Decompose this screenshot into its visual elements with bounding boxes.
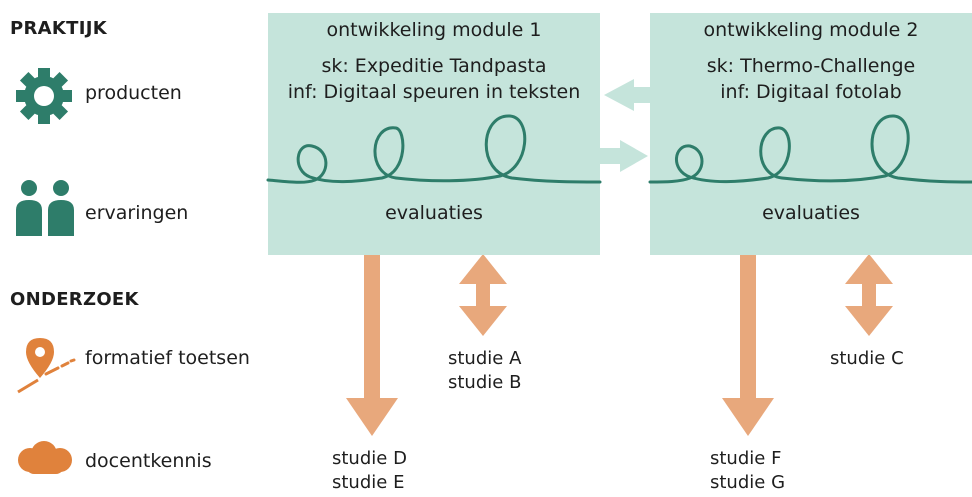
studies-module-2-bidirectional: studie C [830, 347, 904, 371]
module-1-evaluation: evaluaties [385, 202, 483, 224]
module-2-evaluation: evaluaties [762, 202, 860, 224]
arrow-bidirectional-module1 [459, 254, 507, 336]
arrow-down-module1 [346, 255, 398, 436]
loop-line-module-2 [648, 114, 972, 184]
legend-formatief-toetsen: formatief toetsen [85, 347, 250, 369]
gear-icon [14, 66, 74, 126]
study-label: studie E [332, 472, 405, 493]
study-label: studie C [830, 348, 904, 369]
module-1-line2: inf: Digitaal speuren in teksten [287, 81, 581, 103]
legend-docentkennis: docentkennis [85, 450, 212, 472]
people-icon [14, 180, 76, 236]
praktijk-heading: PRAKTIJK [10, 18, 107, 39]
study-label: studie G [710, 472, 786, 493]
study-label: studie D [332, 448, 407, 469]
studies-module-1-down: studie D studie E [332, 447, 407, 495]
map-pin-icon [10, 336, 76, 394]
legend-producten: producten [85, 82, 182, 104]
cloud-icon [14, 440, 76, 476]
arrow-module1-to-module2 [600, 140, 648, 172]
module-1-box: ontwikkeling module 1 sk: Expeditie Tand… [268, 13, 600, 255]
studies-module-2-down: studie F studie G [710, 447, 785, 495]
arrow-down-module2 [722, 255, 774, 436]
studies-module-1-bidirectional: studie A studie B [448, 347, 521, 395]
module-2-line2: inf: Digitaal fotolab [720, 81, 902, 103]
module-1-line1: sk: Expeditie Tandpasta [321, 55, 547, 77]
study-label: studie F [710, 448, 782, 469]
module-2-title: ontwikkeling module 2 [703, 19, 919, 41]
arrow-bidirectional-module2 [845, 254, 893, 336]
study-label: studie A [448, 348, 522, 369]
module-1-title: ontwikkeling module 1 [326, 19, 542, 41]
legend-ervaringen: ervaringen [85, 202, 189, 224]
module-2-box: ontwikkeling module 2 sk: Thermo-Challen… [650, 13, 972, 255]
loop-line-module-1 [266, 114, 602, 184]
study-label: studie B [448, 372, 522, 393]
module-2-line1: sk: Thermo-Challenge [706, 55, 916, 77]
arrow-module2-to-module1 [604, 79, 652, 111]
onderzoek-heading: ONDERZOEK [10, 289, 139, 310]
